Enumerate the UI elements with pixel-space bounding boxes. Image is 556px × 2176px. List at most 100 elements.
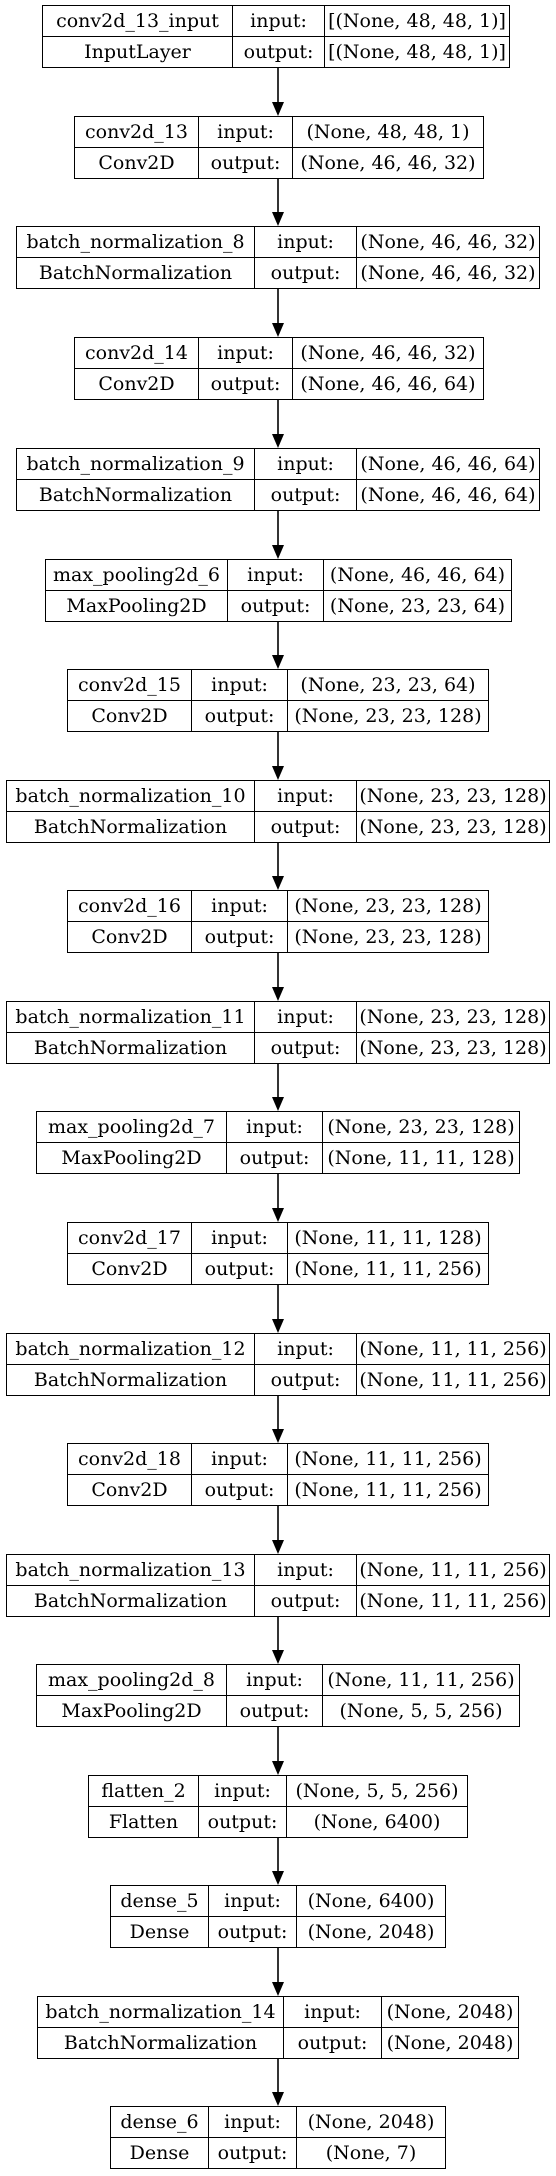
input-label: input:: [199, 117, 293, 148]
layer-name: batch_normalization_8: [17, 227, 255, 258]
input-shape: (None, 11, 11, 128): [288, 1223, 488, 1254]
input-label: input:: [284, 1997, 382, 2028]
input-label: input:: [255, 1555, 357, 1586]
arrowhead-icon: [272, 102, 284, 116]
input-label: input:: [228, 560, 324, 591]
layer-type: BatchNormalization: [38, 2027, 284, 2058]
layer-name: conv2d_14: [75, 338, 199, 369]
input-label: input:: [209, 1886, 297, 1917]
input-shape: (None, 23, 23, 128): [357, 781, 549, 812]
arrowhead-icon: [272, 212, 284, 226]
output-shape: (None, 23, 23, 128): [294, 704, 482, 727]
output-shape: (None, 11, 11, 256): [359, 1589, 547, 1612]
output-label: output:: [227, 1142, 323, 1173]
input-shape: (None, 23, 23, 128): [357, 1002, 549, 1033]
layer-type: Conv2D: [75, 147, 199, 178]
output-shape: (None, 23, 23, 128): [294, 925, 482, 948]
output-label: output:: [209, 1916, 297, 1947]
layer-name: conv2d_16: [68, 891, 192, 922]
output-shape: (None, 11, 11, 128): [327, 1146, 515, 1169]
arrowhead-icon: [272, 1097, 284, 1111]
output-label: output:: [255, 1364, 357, 1395]
layer-type: BatchNormalization: [7, 1032, 255, 1063]
output-shape: (None, 11, 11, 256): [359, 1368, 547, 1391]
output-label: output:: [192, 921, 288, 952]
output-label: output:: [255, 1032, 357, 1063]
output-label: output:: [255, 257, 357, 288]
arrowhead-icon: [272, 1761, 284, 1775]
input-shape: (None, 2048): [297, 2107, 445, 2138]
output-shape: (None, 46, 46, 64): [300, 372, 476, 395]
arrowhead-icon: [272, 2092, 284, 2106]
input-shape: (None, 46, 46, 64): [357, 449, 539, 480]
output-shape: (None, 6400): [313, 1810, 441, 1833]
output-shape: [(None, 48, 48, 1)]: [328, 40, 506, 63]
input-shape: (None, 11, 11, 256): [357, 1555, 549, 1586]
layer-name: conv2d_15: [68, 670, 192, 701]
input-label: input:: [227, 1112, 323, 1143]
output-shape: (None, 11, 11, 256): [294, 1257, 482, 1280]
layer-name: conv2d_18: [68, 1444, 192, 1475]
output-label: output:: [284, 2027, 382, 2058]
input-label: input:: [255, 781, 357, 812]
input-label: input:: [199, 1776, 287, 1807]
layer-type: Flatten: [89, 1806, 199, 1837]
arrowhead-icon: [272, 1650, 284, 1664]
arrowhead-icon: [272, 655, 284, 669]
layer-type: BatchNormalization: [17, 257, 255, 288]
layer-name: max_pooling2d_8: [37, 1665, 227, 1696]
input-shape: (None, 23, 23, 64): [288, 670, 488, 701]
output-shape: (None, 5, 5, 256): [339, 1699, 503, 1722]
layer-type: BatchNormalization: [7, 1585, 255, 1616]
output-shape: (None, 46, 46, 32): [360, 261, 536, 284]
input-shape: (None, 6400): [297, 1886, 445, 1917]
arrowhead-icon: [272, 545, 284, 559]
arrowhead-icon: [272, 987, 284, 1001]
layer-type: BatchNormalization: [7, 1364, 255, 1395]
layer-type: BatchNormalization: [7, 811, 255, 842]
arrowhead-icon: [272, 323, 284, 337]
output-shape: (None, 46, 46, 32): [300, 151, 476, 174]
layer-name: batch_normalization_14: [38, 1997, 284, 2028]
input-label: input:: [192, 1444, 288, 1475]
input-shape: (None, 48, 48, 1): [293, 117, 483, 148]
input-label: input:: [255, 449, 357, 480]
layer-name: dense_5: [111, 1886, 209, 1917]
output-label: output:: [233, 36, 325, 67]
layer-type: MaxPooling2D: [37, 1142, 227, 1173]
output-label: output:: [192, 1253, 288, 1284]
output-shape: (None, 46, 46, 64): [360, 483, 536, 506]
layer-name: conv2d_17: [68, 1223, 192, 1254]
arrowhead-icon: [272, 434, 284, 448]
layer-name: batch_normalization_12: [7, 1334, 255, 1365]
output-label: output:: [255, 1585, 357, 1616]
layer-type: Conv2D: [68, 921, 192, 952]
input-shape: (None, 11, 11, 256): [357, 1334, 549, 1365]
arrowhead-icon: [272, 1540, 284, 1554]
layer-type: Conv2D: [68, 1253, 192, 1284]
layer-name: batch_normalization_13: [7, 1555, 255, 1586]
output-label: output:: [192, 700, 288, 731]
output-label: output:: [209, 2137, 297, 2168]
output-label: output:: [227, 1695, 323, 1726]
arrowhead-icon: [272, 1429, 284, 1443]
output-label: output:: [199, 147, 293, 178]
output-shape: (None, 23, 23, 128): [359, 1036, 547, 1059]
input-label: input:: [255, 1334, 357, 1365]
output-label: output:: [199, 1806, 287, 1837]
layer-type: Dense: [111, 1916, 209, 1947]
output-label: output:: [255, 479, 357, 510]
output-shape: (None, 7): [325, 2141, 417, 2164]
layer-type: Conv2D: [75, 368, 199, 399]
